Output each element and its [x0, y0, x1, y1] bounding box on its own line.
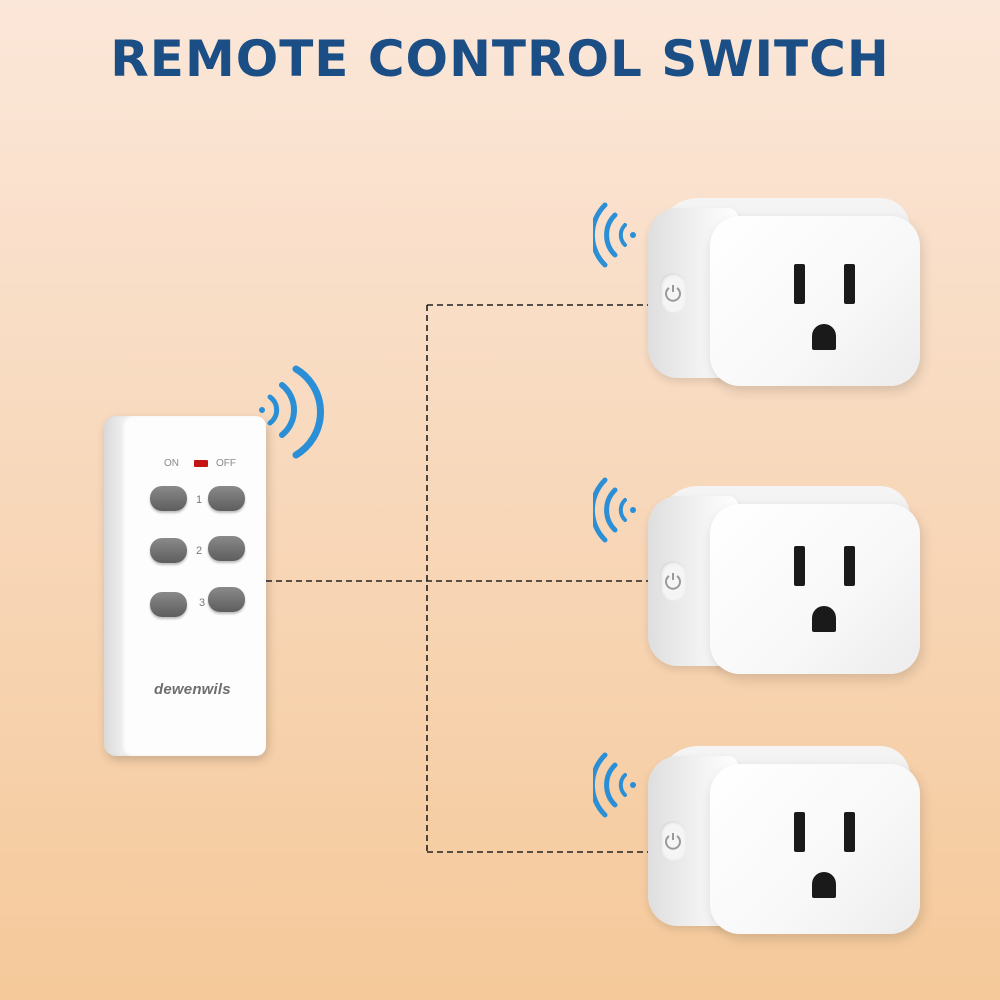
channel-2-on-button[interactable] — [150, 538, 187, 563]
outlet-2-signal-icon — [593, 477, 636, 543]
outlet-1-power-button[interactable] — [660, 273, 686, 313]
outlet-2-slot-left — [794, 546, 805, 586]
outlet-2-ground — [812, 606, 836, 632]
on-label: ON — [164, 458, 179, 469]
outlet-2-face — [710, 504, 920, 674]
outlet-2-slot-right — [844, 546, 855, 586]
channel-2-label: 2 — [196, 545, 203, 557]
channel-1-on-button[interactable] — [150, 486, 187, 511]
outlet-2-power-button[interactable] — [660, 561, 686, 601]
power-icon — [665, 285, 681, 302]
power-icon — [665, 573, 681, 590]
outlet-3-slot-right — [844, 812, 855, 852]
channel-3-on-button[interactable] — [150, 592, 187, 617]
outlet-plug-3[interactable] — [648, 746, 920, 934]
outlet-3-power-button[interactable] — [660, 821, 686, 861]
power-icon — [665, 833, 681, 850]
outlet-1-signal-icon — [593, 202, 636, 268]
outlet-1-ground — [812, 324, 836, 350]
outlet-3-ground — [812, 872, 836, 898]
brand-logo: dewenwils — [154, 681, 231, 698]
page-title: REMOTE CONTROL SWITCH — [110, 30, 890, 88]
off-label: OFF — [216, 458, 236, 469]
outlet-3-signal-icon — [593, 752, 636, 818]
outlet-1-slot-left — [794, 264, 805, 304]
channel-3-off-button[interactable] — [208, 587, 245, 612]
outlet-plug-2[interactable] — [648, 486, 920, 674]
channel-3-label: 3 — [199, 597, 206, 609]
status-led — [194, 460, 208, 467]
outlet-plug-1[interactable] — [648, 198, 920, 386]
channel-1-off-button[interactable] — [208, 486, 245, 511]
remote-face — [122, 416, 266, 756]
remote-control[interactable]: ON OFF 1 2 3 dewenwils — [104, 416, 266, 756]
outlet-3-face — [710, 764, 920, 934]
remote-signal-wave-icon — [259, 365, 324, 459]
outlet-1-face — [710, 216, 920, 386]
channel-1-label: 1 — [196, 494, 203, 506]
channel-2-off-button[interactable] — [208, 536, 245, 561]
outlet-1-slot-right — [844, 264, 855, 304]
outlet-3-slot-left — [794, 812, 805, 852]
